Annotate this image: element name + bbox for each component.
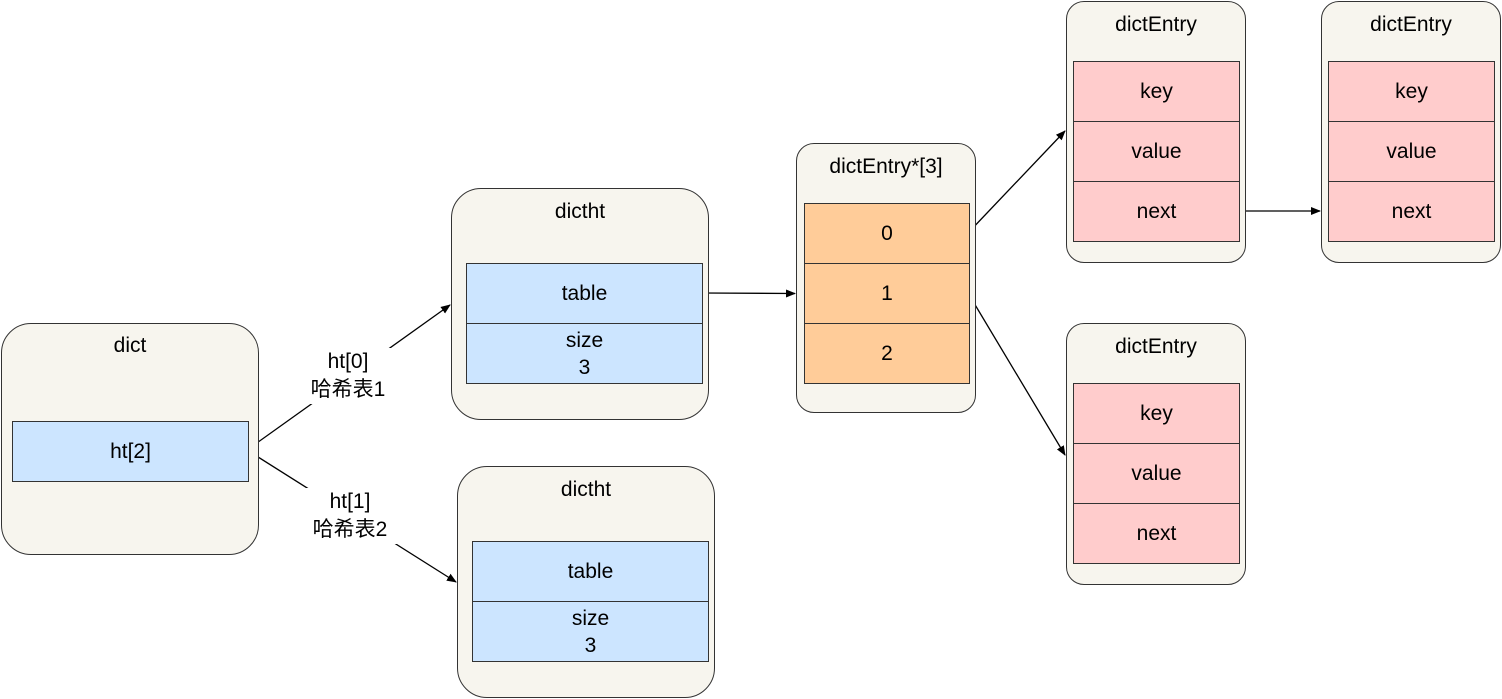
- dict-entry-next: next: [1073, 503, 1240, 564]
- dictht-title: dictht: [554, 200, 606, 223]
- edge-label-ht1: ht[1] 哈希表2: [302, 488, 398, 544]
- dict-entry-title: dictEntry: [1115, 13, 1197, 36]
- dict-title: dict: [113, 334, 147, 357]
- bucket-array-node: dictEntry*[3] 0 1 2: [796, 143, 976, 413]
- dict-entry-next: next: [1073, 181, 1240, 242]
- dict-entry-key: key: [1328, 61, 1495, 122]
- edge-label-ht0: ht[0] 哈希表1: [300, 348, 396, 404]
- dict-entry-value: value: [1073, 121, 1240, 182]
- dict-entry-key: key: [1073, 383, 1240, 444]
- bucket-slot-0: 0: [804, 203, 970, 264]
- bucket-array-title: dictEntry*[3]: [829, 155, 943, 178]
- dict-entry-title: dictEntry: [1370, 13, 1452, 36]
- dict-entry-title: dictEntry: [1115, 335, 1197, 358]
- dict-entry-node-b: dictEntry key value next: [1321, 1, 1501, 263]
- dictht-size-field: size 3: [472, 601, 709, 662]
- dictht-table-field: table: [472, 541, 709, 602]
- dictht-size-field: size 3: [466, 323, 703, 384]
- bucket-slot-1: 1: [804, 263, 970, 324]
- dictht-title: dictht: [560, 478, 612, 501]
- dictht-node-1: dictht table size 3: [457, 466, 715, 698]
- dict-node: dict ht[2]: [1, 323, 259, 555]
- dictht-node-0: dictht table size 3: [451, 188, 709, 420]
- dict-entry-value: value: [1073, 443, 1240, 504]
- dict-entry-key: key: [1073, 61, 1240, 122]
- arrow-slot0-to-entry: [967, 130, 1066, 234]
- arrow-table-to-buckets: [701, 289, 796, 298]
- bucket-slot-2: 2: [804, 323, 970, 384]
- dict-ht-field: ht[2]: [12, 421, 249, 482]
- dict-entry-node-c: dictEntry key value next: [1066, 323, 1246, 585]
- dictht-table-field: table: [466, 263, 703, 324]
- dict-entry-node-a: dictEntry key value next: [1066, 1, 1246, 263]
- dict-entry-next: next: [1328, 181, 1495, 242]
- arrow-slot1-to-entry: [967, 292, 1066, 456]
- dict-entry-value: value: [1328, 121, 1495, 182]
